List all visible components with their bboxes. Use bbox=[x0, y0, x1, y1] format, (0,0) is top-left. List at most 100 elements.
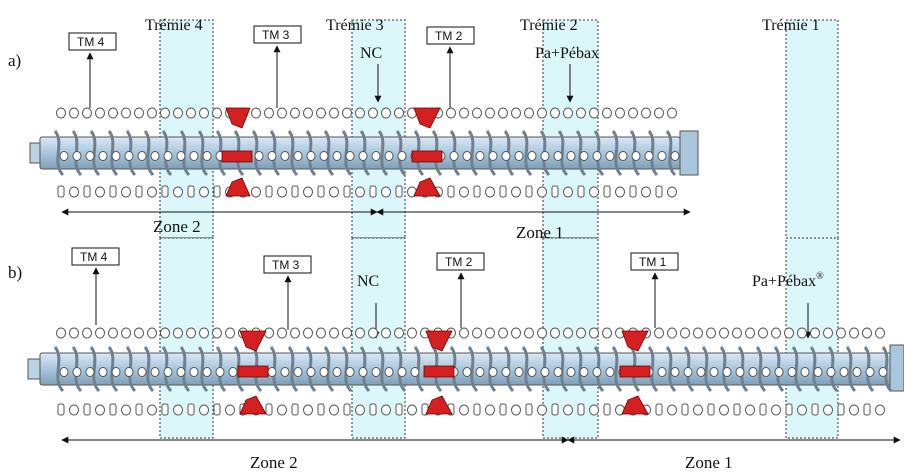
material-bead bbox=[121, 186, 131, 198]
material-bead bbox=[514, 151, 524, 161]
material-bead bbox=[563, 404, 573, 416]
material-bead bbox=[189, 151, 199, 161]
zone-label-b-1: Zone 1 bbox=[685, 453, 733, 472]
material-pin bbox=[525, 403, 533, 416]
material-bead bbox=[667, 404, 677, 416]
material-pin bbox=[473, 403, 481, 416]
material-bead bbox=[501, 367, 511, 377]
material-bead bbox=[618, 151, 628, 161]
material-bead bbox=[657, 367, 667, 377]
sensor-label-b-tm3: TM 3 bbox=[272, 258, 300, 272]
screw-flight bbox=[197, 130, 209, 177]
material-bead bbox=[563, 186, 573, 198]
material-bead bbox=[290, 107, 300, 119]
material-bead bbox=[381, 404, 391, 416]
material-bead bbox=[147, 404, 157, 416]
material-bead bbox=[810, 327, 820, 339]
material-bead bbox=[592, 151, 602, 161]
material-bead bbox=[511, 107, 521, 119]
material-bead bbox=[813, 367, 823, 377]
material-bead bbox=[371, 151, 381, 161]
material-pin bbox=[603, 403, 611, 416]
material-bead bbox=[540, 367, 550, 377]
material-bead bbox=[485, 404, 495, 416]
material-bead bbox=[163, 151, 173, 161]
material-bead bbox=[537, 404, 547, 416]
material-pin bbox=[369, 185, 377, 198]
material-bead bbox=[654, 327, 664, 339]
material-pin bbox=[655, 403, 663, 416]
hopper-label-2: Trémie 2 bbox=[520, 17, 578, 34]
material-pin bbox=[109, 403, 117, 416]
material-pin bbox=[343, 403, 351, 416]
screw-flight bbox=[377, 130, 389, 177]
material-bead bbox=[576, 107, 586, 119]
material-bead bbox=[553, 367, 563, 377]
material-pin bbox=[187, 403, 195, 416]
screw-flight bbox=[323, 130, 335, 177]
material-bead bbox=[459, 107, 469, 119]
material-bead bbox=[579, 367, 589, 377]
material-bead bbox=[59, 367, 69, 377]
material-bead bbox=[589, 327, 599, 339]
material-bead bbox=[670, 151, 680, 161]
material-pin bbox=[655, 185, 663, 198]
screw-flight bbox=[611, 130, 623, 177]
material-pin bbox=[395, 185, 403, 198]
material-pin bbox=[57, 185, 65, 198]
material-bead bbox=[511, 327, 521, 339]
material-pin bbox=[187, 185, 195, 198]
screw-flight bbox=[341, 130, 353, 177]
material-bead bbox=[602, 327, 612, 339]
material-bead bbox=[553, 151, 563, 161]
material-bead bbox=[381, 107, 391, 119]
material-bead bbox=[267, 151, 277, 161]
material-bead bbox=[137, 367, 147, 377]
material-bead bbox=[72, 151, 82, 161]
material-pin bbox=[213, 185, 221, 198]
material-bead bbox=[550, 327, 560, 339]
material-bead bbox=[147, 186, 157, 198]
material-bead bbox=[150, 151, 160, 161]
material-pin bbox=[291, 185, 299, 198]
material-bead bbox=[137, 151, 147, 161]
material-bead bbox=[797, 327, 807, 339]
material-bead bbox=[449, 151, 459, 161]
material-pin bbox=[577, 185, 585, 198]
material-pin bbox=[83, 185, 91, 198]
material-bead bbox=[761, 367, 771, 377]
material-bead bbox=[407, 404, 417, 416]
material-bead bbox=[85, 367, 95, 377]
hopper-1 bbox=[785, 19, 839, 239]
hopper-label-1: Trémie 1 bbox=[762, 17, 820, 34]
screw-flight bbox=[845, 346, 857, 393]
material-bead bbox=[511, 404, 521, 416]
material-bead bbox=[475, 367, 485, 377]
sensor-label-tm3: TM 3 bbox=[262, 28, 290, 42]
material-bead bbox=[199, 186, 209, 198]
twin-screw-a bbox=[29, 107, 699, 198]
material-bead bbox=[277, 107, 287, 119]
material-bead bbox=[121, 107, 131, 119]
screw-flight bbox=[575, 346, 587, 393]
hopper-label-4: Trémie 4 bbox=[145, 17, 203, 34]
material-bead bbox=[745, 404, 755, 416]
material-bead bbox=[537, 107, 547, 119]
material-pin bbox=[369, 403, 377, 416]
material-bead bbox=[462, 367, 472, 377]
material-bead bbox=[85, 151, 95, 161]
feed-label-nc: NC bbox=[360, 45, 382, 62]
material-pin bbox=[317, 185, 325, 198]
material-bead bbox=[225, 327, 235, 339]
material-pin bbox=[681, 403, 689, 416]
material-pin bbox=[213, 403, 221, 416]
material-bead bbox=[875, 404, 885, 416]
material-bead bbox=[498, 327, 508, 339]
screw-flight bbox=[575, 130, 587, 177]
material-bead bbox=[254, 151, 264, 161]
material-bead bbox=[134, 107, 144, 119]
material-bead bbox=[69, 107, 79, 119]
material-bead bbox=[124, 151, 134, 161]
material-bead bbox=[878, 367, 888, 377]
material-bead bbox=[199, 327, 209, 339]
